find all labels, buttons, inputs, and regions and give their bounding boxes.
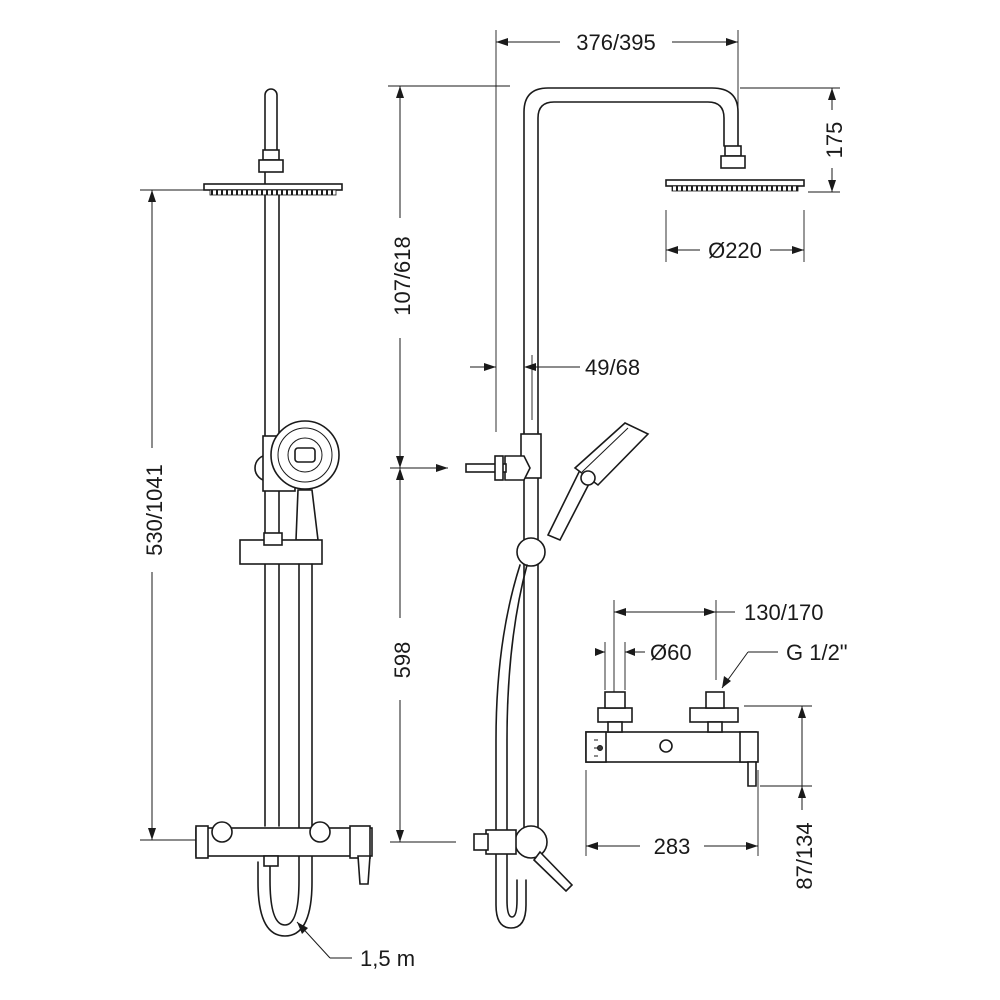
- label-head-drop: 175: [822, 122, 847, 159]
- side-hand-shower-joint: [580, 470, 596, 486]
- label-head-diameter: Ø220: [708, 238, 762, 263]
- front-view: [195, 88, 373, 937]
- label-arm-height: 107/618: [390, 236, 415, 316]
- side-valve-lever: [532, 850, 574, 893]
- side-hand-shower-face: [581, 427, 629, 473]
- front-hand-shower-ring: [277, 427, 333, 483]
- valve-detail: [585, 691, 759, 787]
- dim-arm-reach: 376/395: [495, 30, 739, 432]
- dim-head-diameter: Ø220: [665, 210, 805, 263]
- label-valve-depth: 87/134: [792, 822, 817, 889]
- label-arm-reach: 376/395: [576, 30, 656, 55]
- dim-bar-length: 598: [390, 464, 456, 843]
- side-shower-head: [665, 179, 805, 187]
- dim-valve-width: 283: [585, 770, 759, 859]
- side-wall-mount-plate: [494, 455, 504, 481]
- front-valve-right-cap: [349, 825, 371, 859]
- label-thread-size: G 1/2": [786, 640, 848, 665]
- front-valve-right-knob: [309, 821, 331, 843]
- front-hose-outer: [257, 563, 313, 937]
- valve-right-cap: [739, 731, 759, 763]
- valve-left-inlet-nut: [597, 707, 633, 723]
- front-valve-lever: [357, 855, 371, 885]
- side-riser-pipe: [523, 431, 539, 829]
- label-total-height: 530/1041: [142, 464, 167, 556]
- front-shower-head: [203, 183, 343, 191]
- valve-right-inlet-nut: [689, 707, 739, 723]
- dim-arm-height: 107/618: [388, 85, 510, 468]
- front-valve-outlet: [263, 855, 279, 867]
- side-view: [465, 87, 805, 929]
- front-slider-cap: [263, 532, 283, 546]
- side-arm-inner: [537, 101, 725, 433]
- side-hose-inner: [506, 564, 528, 918]
- dim-thread-size: G 1/2": [721, 640, 848, 689]
- front-head-connector: [262, 149, 280, 161]
- label-bar-length: 598: [390, 642, 415, 679]
- valve-right-inlet-neck: [707, 721, 723, 733]
- side-arm-outer: [523, 87, 739, 433]
- front-hose: [269, 563, 300, 926]
- label-hose-length: 1,5 m: [360, 946, 415, 971]
- side-head-nut: [720, 155, 746, 169]
- dim-inlet-spacing: 130/170: [613, 600, 824, 692]
- valve-scale-dot: [597, 745, 603, 751]
- valve-left-inlet-thread: [604, 691, 626, 709]
- side-hose: [495, 564, 527, 929]
- front-valve-left-knob: [211, 821, 233, 843]
- side-head-connector: [724, 145, 742, 157]
- dim-hose-length: 1,5 m: [296, 921, 415, 971]
- label-inlet-spacing: 130/170: [744, 600, 824, 625]
- front-head-nut: [258, 159, 284, 173]
- front-riser-pipe: [264, 194, 280, 827]
- valve-right-inlet-thread: [705, 691, 725, 709]
- side-shower-nozzles: [671, 185, 799, 192]
- label-connector-diameter: Ø60: [650, 640, 692, 665]
- dim-total-height: 530/1041: [140, 189, 204, 841]
- valve-button: [659, 739, 673, 753]
- side-valve-inlet: [485, 829, 517, 855]
- valve-left-cap: [585, 731, 607, 763]
- side-slider-knob: [516, 537, 546, 567]
- front-top-pipe: [264, 88, 278, 185]
- side-wall-mount: [465, 463, 507, 473]
- dim-wall-offset: 49/68: [470, 355, 640, 420]
- label-valve-width: 283: [654, 834, 691, 859]
- valve-left-inlet-neck: [607, 721, 623, 733]
- dim-valve-depth: 87/134: [744, 705, 817, 890]
- side-valve-connector: [473, 833, 489, 851]
- front-hand-shower-inner: [287, 437, 323, 473]
- front-valve-left-cap: [195, 825, 209, 859]
- front-hand-shower-handle: [295, 489, 319, 541]
- valve-lever: [747, 761, 757, 787]
- dim-head-drop: 175: [740, 87, 847, 193]
- dim-connector-diameter: Ø60: [595, 640, 692, 690]
- label-wall-offset: 49/68: [585, 355, 640, 380]
- front-hand-shower-face: [294, 447, 316, 463]
- front-shower-nozzles: [209, 189, 337, 196]
- side-bracket-clamp: [504, 455, 531, 481]
- front-slider: [239, 539, 323, 565]
